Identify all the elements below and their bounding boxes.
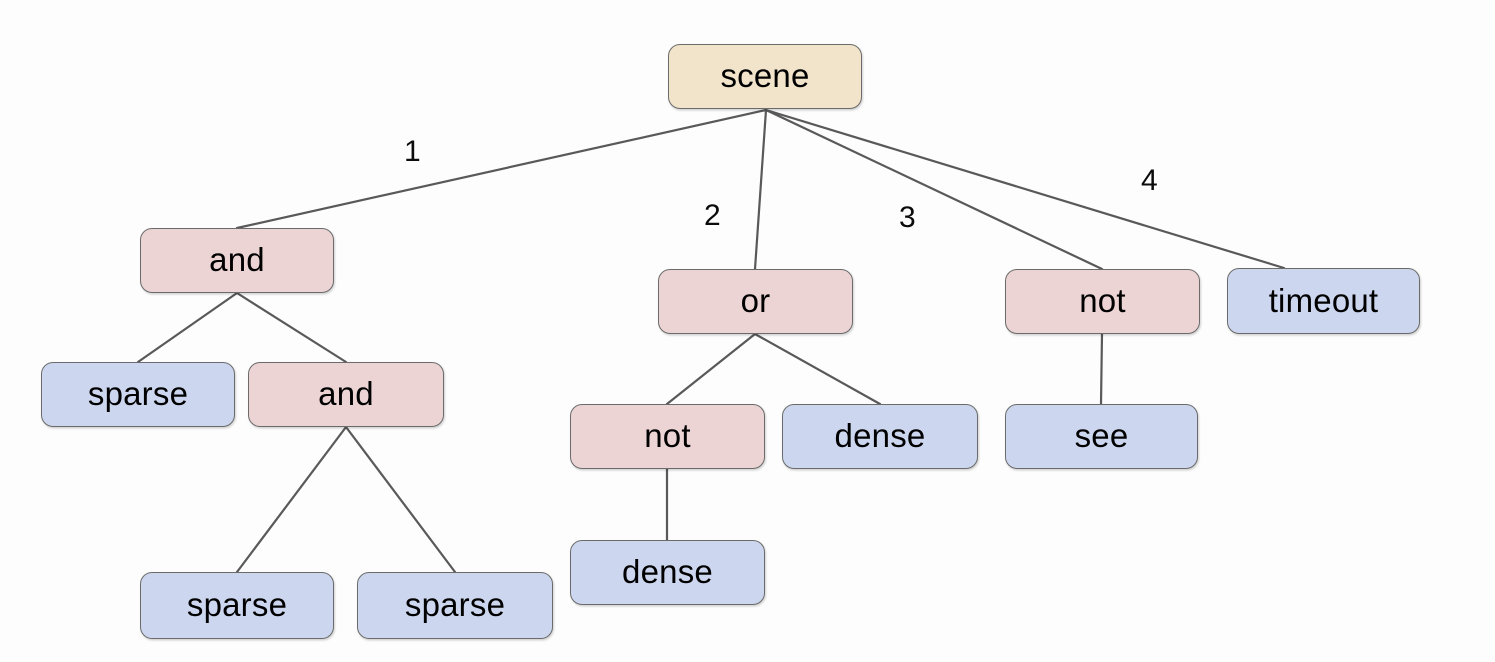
- tree-node-label: and: [318, 375, 374, 412]
- tree-node-not1[interactable]: not: [570, 404, 765, 469]
- tree-edge-not2-to-see1: [1099, 332, 1104, 406]
- edge-label-2: 2: [704, 199, 721, 232]
- tree-node-sparse2[interactable]: sparse: [140, 572, 334, 639]
- tree-edge-scene-to-timeout1: [764, 108, 1286, 270]
- tree-node-label: scene: [720, 57, 810, 94]
- edge-label-1: 1: [404, 135, 421, 168]
- tree-node-and1[interactable]: and: [140, 228, 334, 293]
- tree-node-label: not: [644, 417, 691, 454]
- tree-edge-and1-to-sparse1: [136, 291, 239, 364]
- tree-node-label: dense: [622, 553, 713, 590]
- edge-label-4: 4: [1141, 164, 1158, 197]
- tree-edge-and2-to-sparse2: [235, 425, 348, 574]
- tree-node-sparse1[interactable]: sparse: [41, 362, 235, 427]
- tree-node-label: timeout: [1268, 281, 1379, 319]
- tree-node-label: or: [740, 282, 771, 319]
- tree-node-not2[interactable]: not: [1005, 269, 1200, 334]
- tree-node-label: dense: [834, 417, 926, 454]
- tree-node-label: sparse: [186, 586, 288, 623]
- edge-label-3: 3: [899, 201, 916, 234]
- tree-node-label: and: [209, 241, 265, 278]
- tree-node-sparse3[interactable]: sparse: [357, 572, 553, 639]
- tree-node-dense1[interactable]: dense: [782, 404, 978, 469]
- tree-edge-and2-to-sparse3: [344, 425, 457, 574]
- tree-edge-or1-to-dense1: [753, 332, 882, 406]
- tree-edge-and1-to-and2: [235, 291, 348, 364]
- tree-edge-or1-to-not1: [665, 332, 757, 406]
- tree-node-and2[interactable]: and: [248, 362, 444, 427]
- tree-node-scene[interactable]: scene: [668, 44, 862, 109]
- tree-node-see1[interactable]: see: [1005, 404, 1198, 469]
- tree-node-label: see: [1074, 417, 1129, 454]
- tree-node-timeout1[interactable]: timeout: [1227, 268, 1420, 334]
- tree-node-label: sparse: [404, 586, 506, 623]
- tree-node-dense2[interactable]: dense: [570, 540, 765, 605]
- tree-edge-scene-to-and1: [235, 108, 768, 230]
- tree-node-label: not: [1079, 282, 1126, 319]
- tree-edge-scene-to-not2: [764, 108, 1104, 271]
- tree-node-or1[interactable]: or: [658, 269, 853, 334]
- tree-node-label: sparse: [87, 375, 189, 412]
- tree-edge-scene-to-or1: [753, 108, 768, 271]
